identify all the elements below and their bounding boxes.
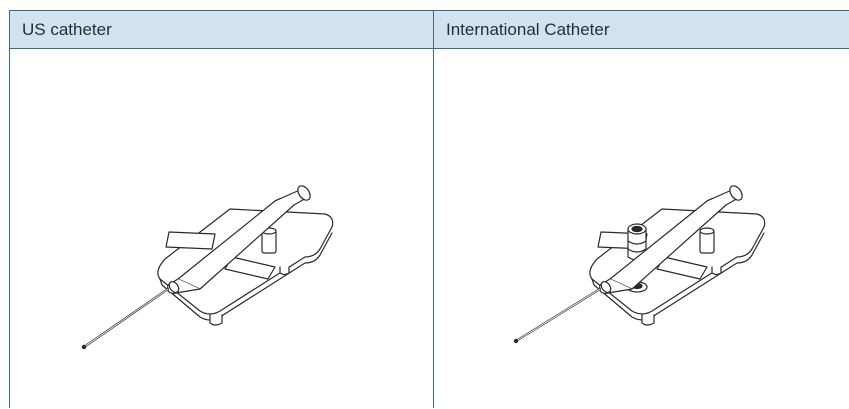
header-us-catheter: US catheter xyxy=(22,20,112,39)
us-catheter-cell xyxy=(10,49,433,409)
international-catheter-cell xyxy=(434,49,849,409)
international-catheter-illustration xyxy=(513,185,766,344)
catheter-comparison-table: US catheter International Catheter xyxy=(9,10,849,408)
column-divider xyxy=(433,11,434,408)
header-international-catheter: International Catheter xyxy=(446,20,610,39)
us-catheter-illustration xyxy=(81,185,334,350)
table-header-row: US catheter International Catheter xyxy=(10,11,849,49)
